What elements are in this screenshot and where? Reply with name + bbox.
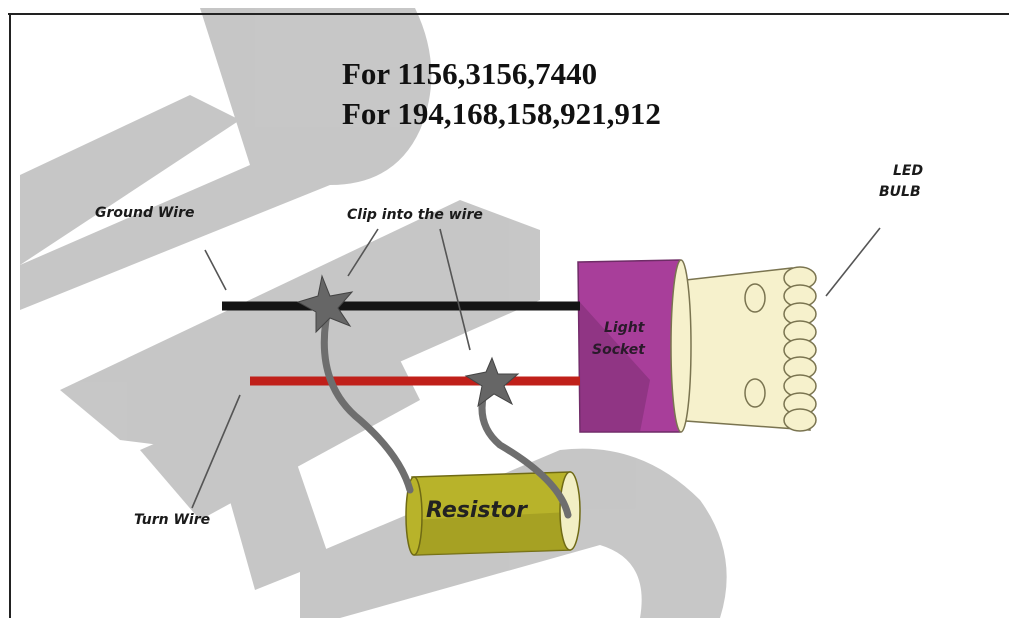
socket-label-1: Light — [604, 320, 646, 336]
led-label-2: BULB — [879, 184, 921, 200]
led-label-1: LED — [893, 163, 923, 179]
title-line-2: For 194,168,158,921,912 — [342, 96, 661, 131]
led-bulb-segments — [783, 266, 817, 432]
leader-lines — [191, 227, 881, 509]
led-bulb — [667, 266, 817, 432]
socket-label-2: Socket — [592, 342, 646, 358]
title-line-1: For 1156,3156,7440 — [342, 56, 597, 91]
ground-wire-label: Ground Wire — [95, 205, 194, 221]
light-socket — [577, 259, 692, 433]
clip-ground — [296, 274, 354, 334]
frame-border — [8, 13, 1009, 618]
resistor-label: Resistor — [426, 498, 528, 523]
clip-label: Clip into the wire — [347, 207, 483, 223]
turn-wire-label: Turn Wire — [134, 512, 210, 528]
clip-turn — [464, 356, 520, 408]
